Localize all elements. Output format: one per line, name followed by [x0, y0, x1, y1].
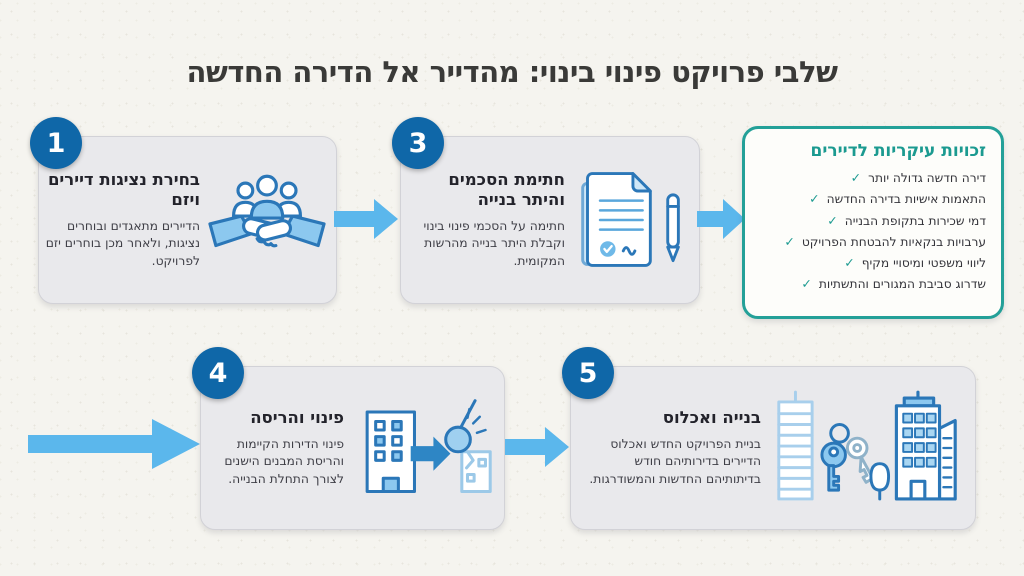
rights-item-text: התאמות אישיות בדירה החדשה [826, 192, 986, 207]
step-card-4: 4 פינוי והריסה פינוי הדירות הקיימות והרי… [192, 347, 505, 530]
rights-item-text: שדרוג סביבת המגורים והתשתיות [818, 277, 986, 292]
step-card-5: 5 בנייה ואכלוס בניית הפרויקט החדש ואכלוס… [562, 347, 976, 530]
flow-arrow-right-icon [505, 424, 569, 470]
step-card-3-content: חתימת הסכמים והיתר בנייה חתימה על הסכמי … [401, 137, 699, 303]
rights-item-text: ליווי משפטי ומיסויי מקיף [861, 256, 986, 270]
new-buildings-keys-icon [769, 389, 965, 507]
step-title: בחירת נציגות דיירים ויזם [47, 169, 200, 210]
step-card-1-content: בחירת נציגות דיירים ויזם הדיירים מתאגדים… [39, 137, 336, 303]
step-3-text: חתימת הסכמים והיתר בנייה חתימה על הסכמי … [407, 170, 569, 271]
rights-list: דירה חדשה גדולה יותר התאמות אישיות בדירה… [757, 170, 986, 293]
step-card-3: 3 חתימת הסכמים והיתר בנייה חתימה על הסכמ… [392, 117, 700, 304]
tenant-rights-panel: זכויות עיקריות לדיירים דירה חדשה גדולה י… [742, 126, 1004, 319]
rights-item-text: ערבויות בנקאיות להבטחת הפרויקט [801, 234, 986, 249]
step-number-badge: 5 [562, 347, 614, 399]
step-number-badge: 1 [30, 117, 82, 169]
check-icon [809, 191, 819, 207]
page-title: שלבי פרויקט פינוי בינוי: מהדייר אל הדירה… [186, 55, 838, 90]
contract-signing-icon [573, 169, 689, 271]
rights-item-text: דירה חדשה גדולה יותר [868, 171, 986, 185]
flow-arrow-right-icon [334, 196, 398, 242]
rights-item: דירה חדשה גדולה יותר [757, 170, 986, 186]
step-4-text: פינוי והריסה פינוי הדירות הקיימות והריסת… [207, 408, 348, 488]
step-body: בניית הפרויקט החדש ואכלוס הדיירים בדירות… [589, 436, 761, 486]
step-5-text: בנייה ואכלוס בניית הפרויקט החדש ואכלוס ה… [577, 408, 765, 488]
step-card-4-content: פינוי והריסה פינוי הדירות הקיימות והריסת… [201, 367, 504, 529]
rights-item: ליווי משפטי ומיסויי מקיף [757, 255, 986, 271]
flow-arrow-right-icon [697, 196, 745, 242]
step-body: חתימה על הסכמי פינוי בינוי וקבלת היתר בנ… [423, 218, 565, 268]
rights-item: ערבויות בנקאיות להבטחת הפרויקט [757, 234, 986, 250]
step-number-badge: 3 [392, 117, 444, 169]
step-1-text: בחירת נציגות דיירים ויזם הדיירים מתאגדים… [45, 170, 204, 271]
rights-panel-title: זכויות עיקריות לדיירים [810, 141, 986, 161]
check-icon [827, 213, 837, 229]
step-title: פינוי והריסה [250, 408, 344, 427]
rights-item: שדרוג סביבת המגורים והתשתיות [757, 276, 986, 292]
step-card-1: 1 בחירת נציגות דיירים ויזם הדיירים מתאגד… [30, 117, 337, 304]
check-icon [844, 255, 854, 271]
step-card-5-content: בנייה ואכלוס בניית הפרויקט החדש ואכלוס ה… [571, 367, 975, 529]
handshake-people-icon [208, 173, 326, 267]
rights-item-text: דמי שכירות בתקופת הבנייה [844, 213, 986, 228]
step-title: בנייה ואכלוס [662, 408, 761, 427]
rights-item: התאמות אישיות בדירה החדשה [757, 191, 986, 207]
check-icon [801, 276, 811, 292]
step-number-badge: 4 [192, 347, 244, 399]
step-body: פינוי הדירות הקיימות והריסת המבנים הישני… [224, 436, 344, 486]
rights-item: דמי שכירות בתקופת הבנייה [757, 213, 986, 229]
check-icon [784, 234, 794, 250]
demolition-wrecking-ball-icon [352, 397, 494, 499]
flow-arrow-right-long-icon [28, 416, 200, 472]
step-title: חתימת הסכמים והיתר בנייה [448, 169, 565, 210]
step-body: הדיירים מתאגדים ובוחרים נציגות, ולאחר מכ… [45, 218, 200, 268]
check-icon [851, 170, 861, 186]
